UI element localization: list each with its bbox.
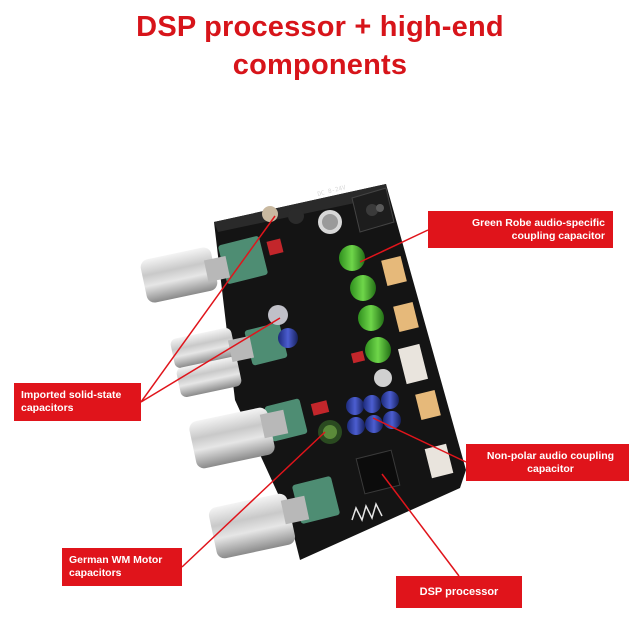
title-line-1: DSP processor + high-end [136, 11, 504, 43]
terminal-block [351, 187, 395, 233]
callout-dsp-label: DSP processor [419, 585, 499, 598]
callout-non-polar-label: Non-polar audio coupling capacitor [486, 449, 615, 475]
callout-green-robe-label: Green Robe audio-specific coupling capac… [471, 216, 605, 242]
page-title: DSP processor + high-end components [0, 8, 640, 84]
leader-lines [140, 215, 467, 577]
callout-solid-state: Imported solid-state capacitors [14, 383, 141, 421]
callout-solid-state-label: Imported solid-state capacitors [21, 389, 122, 414]
callout-dsp: DSP processor [396, 576, 522, 608]
green-capacitors [262, 206, 391, 363]
callout-german-wm-label: German WM Motor capacitors [69, 554, 163, 579]
title-line-2: components [232, 49, 408, 81]
callout-green-robe: Green Robe audio-specific coupling capac… [428, 211, 613, 248]
red-components [266, 238, 366, 416]
knobs [140, 247, 310, 559]
callout-german-wm: German WM Motor capacitors [62, 548, 182, 586]
callout-non-polar: Non-polar audio coupling capacitor [466, 444, 629, 481]
